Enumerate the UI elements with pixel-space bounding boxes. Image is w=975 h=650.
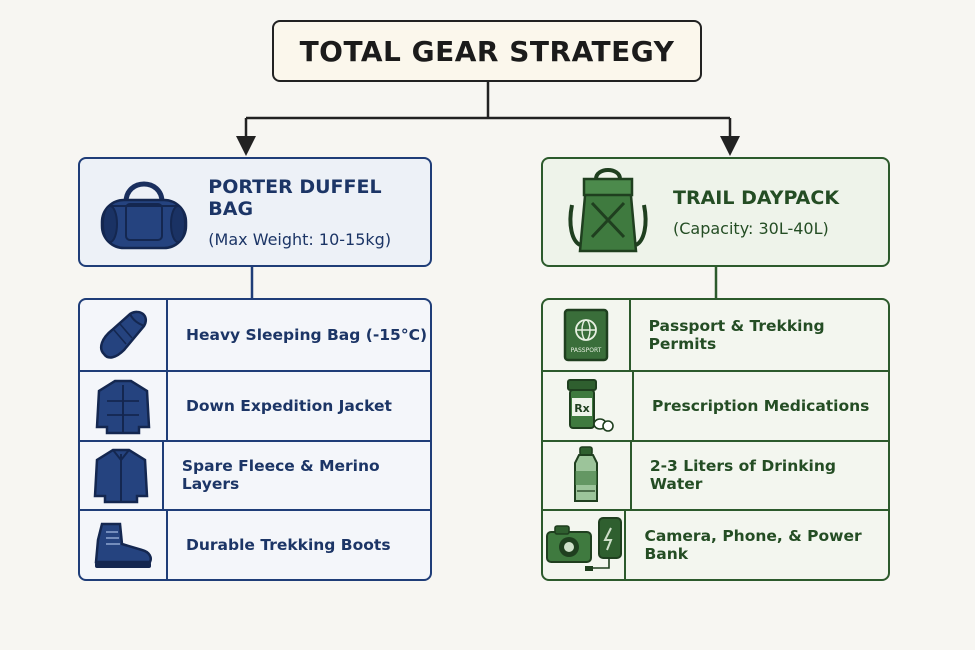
sleeping-bag-icon	[80, 300, 168, 370]
list-item-label: Durable Trekking Boots	[186, 536, 391, 555]
list-item-label: 2-3 Liters of Drinking Water	[649, 457, 837, 494]
list-item: PASSPORT Passport & Trekking Permits	[543, 300, 888, 370]
list-item-label: Heavy Sleeping Bag (-15°C)	[186, 325, 428, 344]
porter-duffel-bag-items: Heavy Sleeping Bag (-15°C) Down Expediti…	[78, 298, 432, 581]
svg-text:PASSPORT: PASSPORT	[570, 347, 601, 354]
trail-daypack-header: TRAIL DAYPACK (Capacity: 30L-40L)	[541, 157, 890, 267]
root-node: TOTAL GEAR STRATEGY	[272, 20, 702, 82]
list-item: Camera, Phone, & Power Bank	[543, 509, 888, 579]
list-item-label: Spare Fleece & Merino Layers	[181, 457, 380, 494]
list-item: Down Expedition Jacket	[80, 369, 430, 440]
porter-duffel-bag-title: PORTER DUFFEL BAG	[208, 175, 382, 220]
porter-duffel-bag-subtitle: (Max Weight: 10-15kg)	[208, 229, 392, 249]
list-item: Spare Fleece & Merino Layers	[80, 439, 430, 510]
root-title: TOTAL GEAR STRATEGY	[299, 34, 675, 68]
svg-text:Rx: Rx	[574, 402, 590, 415]
list-item-label: Down Expedition Jacket	[186, 396, 392, 415]
trail-daypack-items: PASSPORT Passport & Trekking Permits Rx …	[541, 298, 890, 581]
camera-phone-icon	[543, 511, 627, 579]
passport-icon: PASSPORT	[543, 300, 631, 370]
water-bottle-icon	[543, 441, 632, 510]
duffel-bag-icon	[80, 159, 208, 265]
list-item-label: Camera, Phone, & Power Bank	[644, 527, 862, 564]
list-item-label: Prescription Medications	[652, 396, 870, 415]
down-jacket-icon	[80, 371, 168, 440]
pill-bottle-icon: Rx	[543, 371, 634, 440]
list-item-label: Passport & Trekking Permits	[648, 316, 825, 353]
porter-duffel-bag-header: PORTER DUFFEL BAG (Max Weight: 10-15kg)	[78, 157, 432, 267]
list-item: Durable Trekking Boots	[80, 509, 430, 579]
trail-daypack-subtitle: (Capacity: 30L-40L)	[673, 218, 829, 238]
list-item: Rx Prescription Medications	[543, 369, 888, 440]
trekking-boot-icon	[80, 511, 168, 579]
backpack-icon	[543, 159, 673, 265]
list-item: 2-3 Liters of Drinking Water	[543, 439, 888, 510]
list-item: Heavy Sleeping Bag (-15°C)	[80, 300, 430, 370]
fleece-jacket-icon	[80, 441, 164, 510]
trail-daypack-title: TRAIL DAYPACK	[673, 186, 840, 209]
